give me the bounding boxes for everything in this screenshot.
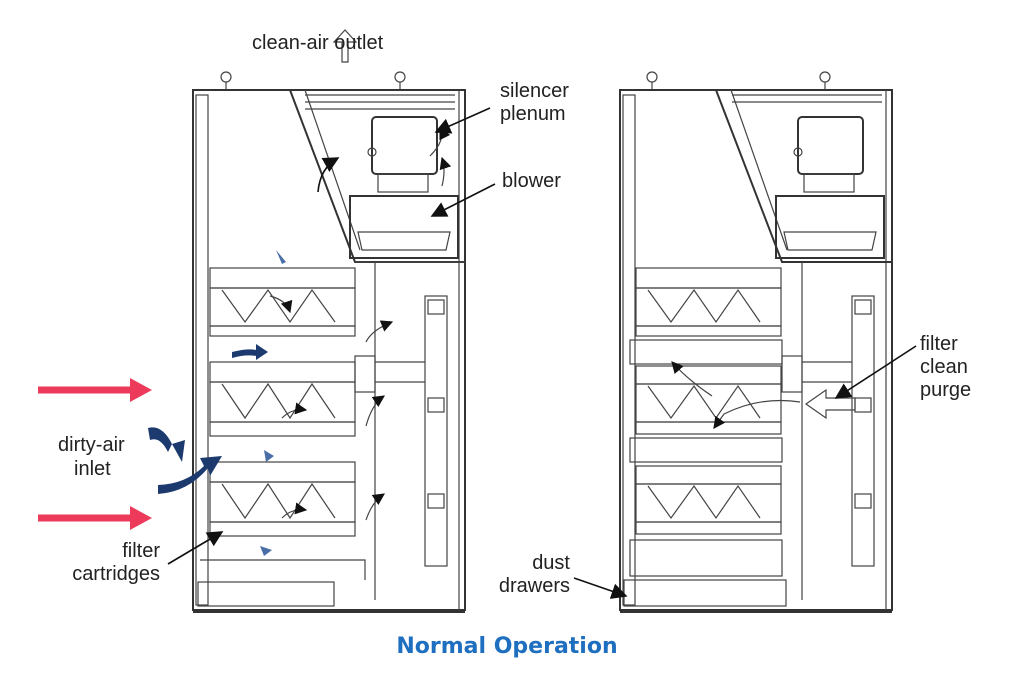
motor bbox=[371, 116, 438, 175]
blower-label: blower bbox=[502, 170, 561, 192]
dust-drawers-label-line1: dust bbox=[532, 552, 570, 574]
filter-cartridges-label-line2: cartridges bbox=[72, 563, 160, 585]
filter-clean-purge-label-line2: clean bbox=[920, 356, 968, 378]
blower-housing bbox=[349, 195, 459, 259]
dirty-air-inlet-label-line1: dirty-air bbox=[58, 434, 125, 456]
dirty-air-inlet-label-line2: inlet bbox=[74, 458, 111, 480]
filter-clean-purge-label-line1: filter bbox=[920, 333, 958, 355]
filter-cartridge-row-3 bbox=[209, 461, 356, 537]
dust-drawer bbox=[623, 579, 787, 607]
filter-cartridge-row-1 bbox=[209, 267, 356, 337]
left-collector-unit bbox=[38, 29, 496, 613]
silencer-plenum-label-line2: plenum bbox=[500, 103, 566, 125]
dust-drawers-label-line2: drawers bbox=[498, 575, 570, 597]
purge-filter-row-1 bbox=[635, 267, 782, 337]
right-collector-unit bbox=[573, 71, 917, 613]
purge-filter-row-3 bbox=[635, 465, 782, 535]
purge-filter-row-2 bbox=[635, 365, 782, 435]
diagram-caption: Normal Operation bbox=[396, 634, 618, 659]
filter-cartridges-label-line1: filter bbox=[122, 540, 160, 562]
filter-clean-purge-label-line3: purge bbox=[920, 379, 972, 401]
silencer-plenum-label-line1: silencer bbox=[500, 80, 569, 102]
filter-cartridge-row-2 bbox=[209, 361, 356, 437]
clean-air-outlet-label: clean-air outlet bbox=[252, 32, 384, 54]
